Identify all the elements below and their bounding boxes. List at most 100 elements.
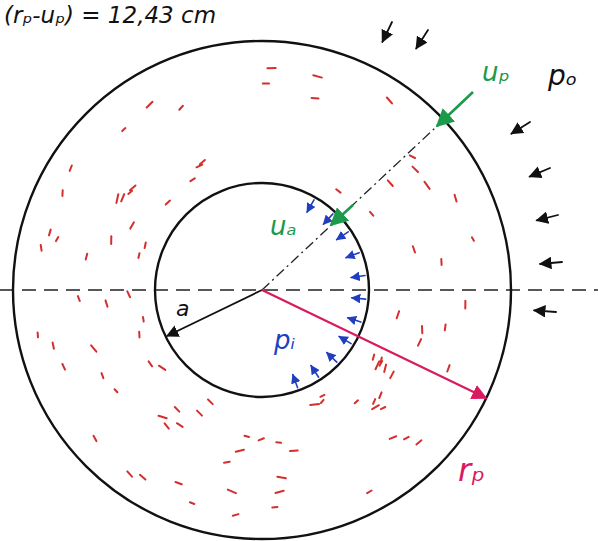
plastic-mark xyxy=(176,482,182,484)
plastic-mark xyxy=(138,253,139,258)
plastic-mark xyxy=(276,491,284,493)
plastic-mark xyxy=(372,405,379,409)
plastic-mark xyxy=(128,191,132,194)
plastic-mark xyxy=(272,506,277,509)
plastic-mark xyxy=(276,441,281,444)
plastic-mark xyxy=(110,236,112,244)
plastic-mark xyxy=(381,358,382,364)
plastic-mark xyxy=(86,254,88,260)
plastic-mark xyxy=(390,372,394,379)
plastic-mark xyxy=(472,237,474,241)
pressure-arrow xyxy=(323,214,333,224)
plastic-mark xyxy=(166,201,170,205)
plastic-mark xyxy=(175,407,180,412)
plastic-mark xyxy=(127,471,132,476)
plastic-mark xyxy=(130,186,136,191)
plastic-mark xyxy=(418,339,421,346)
plastic-mark xyxy=(410,155,415,158)
plastic-mark xyxy=(149,361,153,366)
pressure-arrow xyxy=(416,30,428,49)
pressure-arrow xyxy=(346,253,359,258)
plastic-mark xyxy=(53,343,54,349)
plastic-mark xyxy=(179,106,183,110)
plastic-mark xyxy=(440,259,442,265)
axis-line xyxy=(0,289,598,290)
pressure-arrow xyxy=(348,318,361,322)
plastic-mark xyxy=(390,436,397,439)
radius-rp-arrow xyxy=(262,290,486,398)
plastic-mark xyxy=(140,475,145,480)
plastic-mark xyxy=(138,332,140,338)
plastic-mark xyxy=(310,403,319,406)
plastic-mark xyxy=(373,399,375,404)
radius-label: rₚ xyxy=(456,452,487,489)
plastic-mark xyxy=(165,423,169,428)
pressure-arrow xyxy=(540,262,562,264)
plastic-mark xyxy=(397,311,399,318)
displacement-label: uₚ xyxy=(480,58,512,88)
pressure-arrow xyxy=(337,232,349,240)
plastic-mark xyxy=(228,490,236,494)
plastic-mark xyxy=(373,354,374,359)
plastic-mark xyxy=(376,361,380,369)
pressure-arrow xyxy=(352,298,366,299)
plastic-mark xyxy=(233,514,239,516)
plastic-mark xyxy=(236,450,244,452)
radius-a-arrow xyxy=(167,290,262,336)
pressure-label: pₒ xyxy=(546,60,579,92)
radial-dash-dot-line xyxy=(262,99,466,290)
plastic-mark xyxy=(370,212,373,216)
plastic-mark xyxy=(464,301,466,309)
plastic-mark xyxy=(447,365,449,371)
plastic-mark xyxy=(267,67,275,69)
plastic-mark xyxy=(413,167,419,172)
plastic-mark xyxy=(384,365,386,372)
displacement-label: uₐ xyxy=(268,212,299,242)
plastic-mark xyxy=(259,438,264,440)
plastic-mark xyxy=(145,243,146,249)
pressure-arrow xyxy=(382,22,392,42)
pressure-arrow xyxy=(351,276,365,278)
plastic-mark xyxy=(40,245,43,251)
up-displacement-arrow xyxy=(437,92,473,126)
plastic-mark xyxy=(106,300,108,306)
plastic-mark xyxy=(413,246,415,252)
plastic-mark xyxy=(102,373,104,378)
plastic-mark xyxy=(78,296,80,301)
plastic-mark xyxy=(190,502,194,504)
plastic-mark xyxy=(49,230,51,236)
plastic-mark xyxy=(277,477,286,479)
plastic-mark xyxy=(404,437,409,439)
plastic-mark xyxy=(421,326,423,333)
plastic-mark xyxy=(320,395,324,397)
outer-circle xyxy=(13,41,511,539)
pressure-arrow xyxy=(511,122,530,134)
plastic-mark xyxy=(381,407,385,409)
plastic-mark xyxy=(142,317,145,321)
plastic-mark xyxy=(94,436,97,441)
radius-label: a xyxy=(174,296,191,321)
plastic-mark xyxy=(56,237,58,241)
plastic-mark xyxy=(379,392,381,398)
plastic-mark xyxy=(177,423,183,427)
plastic-zone-marks xyxy=(38,68,474,516)
plastic-mark xyxy=(367,491,372,494)
pressure-arrow xyxy=(530,168,550,177)
plastic-mark xyxy=(62,364,65,370)
plastic-mark xyxy=(290,450,298,453)
pressure-arrow xyxy=(311,366,319,378)
pressure-label: pᵢ xyxy=(272,326,297,356)
result-note: (rₚ-uₚ) = 12,43 cm xyxy=(2,2,218,28)
pressure-arrow xyxy=(293,375,298,388)
plastic-mark xyxy=(424,182,429,189)
plastic-mark xyxy=(388,180,393,186)
plastic-mark xyxy=(224,462,230,463)
plastic-mark xyxy=(263,83,269,85)
external-pressure-arrows xyxy=(382,22,562,312)
pressure-arrow xyxy=(537,215,558,220)
plastic-mark xyxy=(312,97,319,100)
plastic-mark xyxy=(116,194,118,203)
plastic-mark xyxy=(444,324,447,330)
plastic-mark xyxy=(130,222,134,228)
plastic-mark xyxy=(197,411,202,416)
